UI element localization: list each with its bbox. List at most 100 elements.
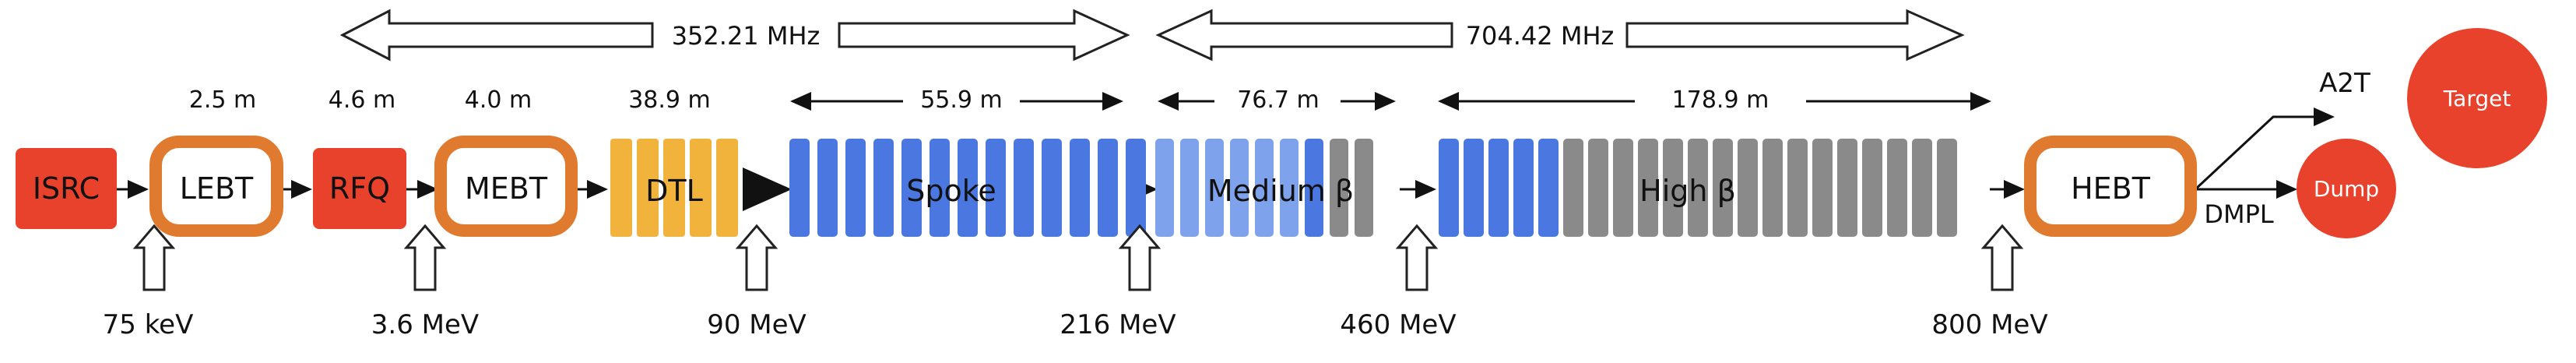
freq-label-352: 352.21 MHz xyxy=(672,21,821,51)
medium-beta-cavity xyxy=(1180,139,1199,237)
energy-labels: 75 keV 3.6 MeV 90 MeV 216 MeV 460 MeV 80… xyxy=(103,309,2048,340)
medium-beta-cavity xyxy=(1305,139,1323,237)
spoke-cavities xyxy=(789,139,1146,237)
spoke-cavity xyxy=(1126,139,1146,237)
medium-beta-cavity xyxy=(1230,139,1249,237)
high-beta-cavity xyxy=(1837,139,1857,237)
spoke-cavity xyxy=(901,139,922,237)
target-label: Target xyxy=(2443,86,2511,111)
high-beta-cavity xyxy=(1912,139,1932,237)
rfq-label: RFQ xyxy=(329,171,390,206)
high-beta-cavity xyxy=(1538,139,1559,237)
freq-left-arrow-2 xyxy=(1155,9,1453,62)
high-beta-cavity xyxy=(1464,139,1484,237)
high-label: High β xyxy=(1639,174,1736,208)
freq-right-arrow-1 xyxy=(838,9,1130,62)
high-beta-cavity xyxy=(1862,139,1882,237)
spoke-label: Spoke xyxy=(906,174,996,208)
length-dtl: 38.9 m xyxy=(628,86,711,114)
spoke-cavity xyxy=(873,139,894,237)
high-beta-cavity xyxy=(1812,139,1833,237)
spoke-cavity xyxy=(817,139,838,237)
medium-beta-cavity xyxy=(1330,139,1348,237)
spoke-cavity xyxy=(986,139,1006,237)
spoke-cavity xyxy=(1014,139,1034,237)
target-circle xyxy=(2407,28,2547,168)
spoke-cavity xyxy=(958,139,978,237)
mebt-box xyxy=(434,136,578,237)
dtl-label: DTL xyxy=(645,174,703,208)
energy-label-460mev: 460 MeV xyxy=(1340,309,1456,340)
dump-label: Dump xyxy=(2314,176,2379,202)
lebt-box xyxy=(149,136,283,237)
freq-label-704: 704.42 MHz xyxy=(1466,21,1615,51)
beamline-arrows xyxy=(117,107,2335,211)
energy-label-90mev: 90 MeV xyxy=(707,309,807,340)
high-beta-cavity xyxy=(1937,139,1957,237)
high-beta-cavity xyxy=(1638,139,1658,237)
medium-beta-cavity xyxy=(1280,139,1299,237)
lebt-label: LEBT xyxy=(180,171,254,206)
energy-label-3-6mev: 3.6 MeV xyxy=(371,309,479,340)
dtl-tanks xyxy=(610,139,738,237)
energy-arrow-icon xyxy=(132,224,176,291)
length-high: 178.9 m xyxy=(1672,86,1769,114)
high-beta-cavity xyxy=(1488,139,1509,237)
mebt-label: MEBT xyxy=(465,171,548,206)
high-beta-cavity xyxy=(1663,139,1683,237)
rfq-box xyxy=(313,148,406,229)
energy-label-216mev: 216 MeV xyxy=(1060,309,1176,340)
energy-label-800mev: 800 MeV xyxy=(1931,309,2047,340)
isrc-box xyxy=(16,148,117,229)
length-lebt: 2.5 m xyxy=(189,86,256,114)
spoke-cavity xyxy=(845,139,866,237)
high-beta-cavity xyxy=(1738,139,1758,237)
hebt-label: HEBT xyxy=(2071,171,2151,206)
energy-arrow-icon xyxy=(403,224,447,291)
spoke-cavity xyxy=(930,139,950,237)
high-beta-cavity xyxy=(1613,139,1633,237)
spoke-cavity xyxy=(789,139,810,237)
beam-arrow-a2t xyxy=(2194,107,2335,191)
high-beta-cavity xyxy=(1887,139,1907,237)
length-labels: 2.5 m 4.6 m 4.0 m 38.9 m 55.9 m 76.7 m 1… xyxy=(189,86,1769,114)
energy-label-75kev: 75 keV xyxy=(103,309,194,340)
energy-markers xyxy=(132,224,2024,291)
freq-right-arrow-2 xyxy=(1625,9,1965,62)
high-beta-cavity xyxy=(1787,139,1808,237)
dump-circle xyxy=(2297,139,2396,238)
energy-arrow-icon xyxy=(1395,224,1439,291)
high-beta-cavity xyxy=(1588,139,1608,237)
high-beta-cavity xyxy=(1762,139,1783,237)
high-beta-cavity xyxy=(1713,139,1733,237)
high-beta-cavities xyxy=(1439,139,1957,237)
dtl-tank xyxy=(663,139,685,237)
dtl-tank xyxy=(690,139,712,237)
length-rfq: 4.6 m xyxy=(329,86,395,114)
freq-left-arrow-1 xyxy=(339,9,654,62)
energy-arrow-icon xyxy=(1118,224,1161,291)
medium-label: Medium β xyxy=(1207,174,1354,208)
medium-beta-cavity xyxy=(1205,139,1224,237)
spoke-cavity xyxy=(1070,139,1090,237)
medium-beta-cavity xyxy=(1255,139,1274,237)
energy-arrow-icon xyxy=(735,224,778,291)
dtl-tank xyxy=(716,139,738,237)
a2t-label: A2T xyxy=(2319,68,2370,99)
high-beta-cavity xyxy=(1513,139,1534,237)
high-beta-cavity xyxy=(1439,139,1459,237)
spoke-cavity xyxy=(1098,139,1118,237)
spoke-cavity xyxy=(1042,139,1062,237)
dtl-tank xyxy=(637,139,659,237)
frequency-arrows xyxy=(339,9,1965,62)
dmpl-label: DMPL xyxy=(2204,199,2274,229)
length-mebt: 4.0 m xyxy=(465,86,532,114)
dtl-tank xyxy=(610,139,632,237)
hebt-box xyxy=(2024,136,2197,237)
isrc-label: ISRC xyxy=(33,171,100,206)
length-medium: 76.7 m xyxy=(1237,86,1320,114)
medium-beta-cavity xyxy=(1355,139,1373,237)
high-beta-cavity xyxy=(1563,139,1583,237)
medium-beta-cavity xyxy=(1155,139,1174,237)
